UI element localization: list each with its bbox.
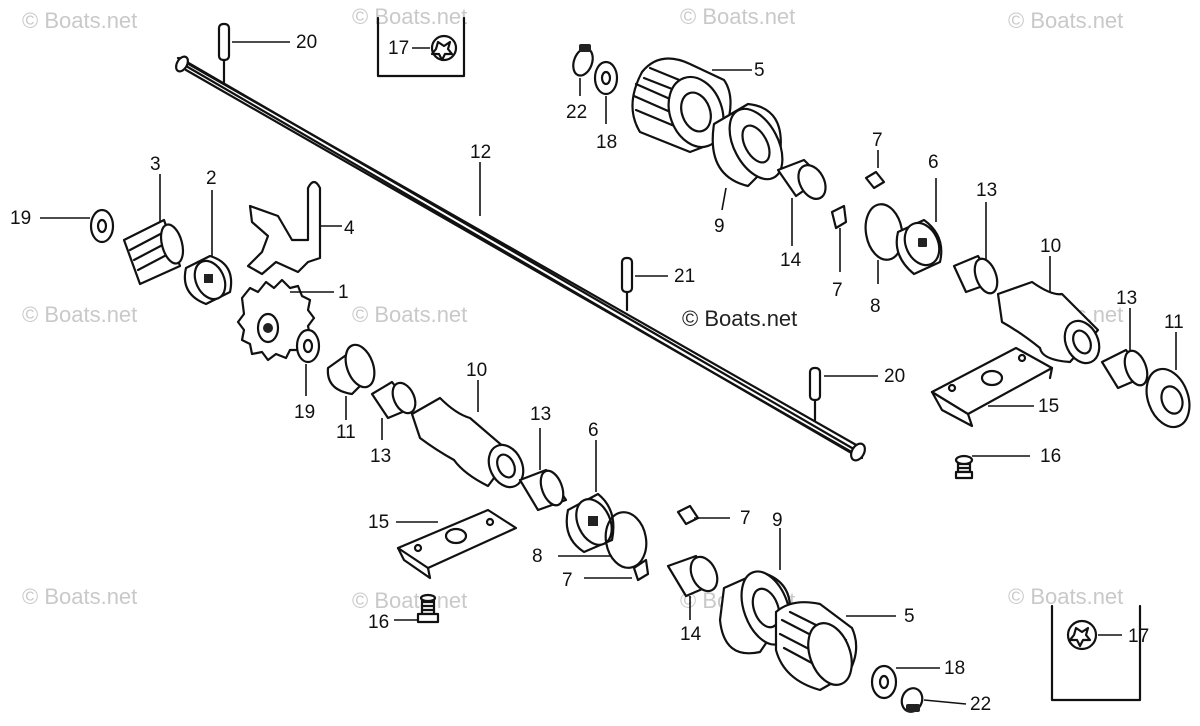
callout-labels: 20 17 22 18 5 12 9 7 6 13 10 14 7 8 13 1… [10,32,1184,715]
callout-12: 12 [470,142,491,163]
bushing-13-center-left [370,380,417,440]
callout-5: 5 [904,606,915,627]
callout-13: 13 [530,404,551,425]
bearing-11-right [1145,332,1191,429]
watermark: © Boats.net [352,302,467,327]
callout-15: 15 [368,512,389,533]
callout-5: 5 [754,60,765,81]
sleeve-10-upper [996,256,1101,365]
callout-19: 19 [10,208,31,229]
callout-15: 15 [1038,396,1059,417]
watermark: © Boats.net [352,4,467,29]
watermark: © Boats.net [680,4,795,29]
callout-10: 10 [466,360,487,381]
bolt-16-lower [394,593,440,624]
watermark: © Boats.net [352,588,467,613]
dog-6-upper [895,178,943,276]
callout-14: 14 [680,624,702,645]
callout-7: 7 [832,280,843,301]
key-7-center-lower [584,558,650,582]
key-7-upper [864,150,886,190]
dog-2 [183,190,233,306]
bushing-13-upper-right [952,202,999,295]
key-7-lower [830,204,848,272]
callout-21: 21 [674,266,695,287]
callout-10: 10 [1040,236,1061,257]
watermark: © Boats.net [22,302,137,327]
callout-1: 1 [338,282,349,303]
bearing-9-top [711,102,784,211]
bearing-11-left [326,343,376,420]
inset-17-top [376,16,466,78]
callout-2: 2 [206,168,217,189]
circlip-8-upper [864,203,904,284]
dog-6-center [565,440,615,554]
key-7-center-upper [676,504,730,526]
callout-18: 18 [596,132,617,153]
callout-7: 7 [872,130,883,151]
fork-4 [246,180,342,276]
bushing-14-top [776,158,827,246]
washer-18-bottom [870,664,940,700]
callout-20: 20 [296,32,317,53]
callout-8: 8 [870,296,881,317]
watermark: © Boats.net [1008,8,1123,33]
washer-18-top [593,60,619,124]
callout-22: 22 [566,102,587,123]
callout-17: 17 [1128,626,1149,647]
callout-13: 13 [370,446,391,467]
callout-9: 9 [772,510,783,531]
shaft-12 [175,55,866,462]
callout-3: 3 [150,154,161,175]
pin-21 [620,256,668,312]
copyright-label: © Boats.net [682,306,797,331]
pin-20-lower [808,366,878,422]
callout-19: 19 [294,402,315,423]
bushing-14-bottom [666,554,719,620]
gear-5-bottom [774,601,896,692]
roller-3 [122,174,185,286]
watermark: © Boats.net [22,8,137,33]
watermark: © Boats.net [22,584,137,609]
bolt-16-upper [954,454,1030,480]
plate-15-upper [930,346,1054,428]
callout-7: 7 [740,508,751,529]
plate-15-lower [396,508,518,580]
gear-5-top [631,57,752,154]
callout-9: 9 [714,216,725,237]
callout-18: 18 [944,658,965,679]
callout-6: 6 [928,152,939,173]
callout-17: 17 [388,38,409,59]
callout-8: 8 [532,546,543,567]
clip-22-top [572,44,594,96]
callout-20: 20 [884,366,905,387]
callout-22: 22 [970,694,991,715]
clip-22-bottom [900,687,967,713]
bushing-13-far-right [1100,308,1149,390]
callout-16: 16 [368,612,389,633]
circlip-8-center [558,511,648,569]
callout-7: 7 [562,570,573,591]
callout-11: 11 [336,422,356,443]
washer-19-left [40,208,115,244]
callout-13: 13 [1116,288,1137,309]
callout-16: 16 [1040,446,1061,467]
callout-11: 11 [1164,312,1184,333]
watermark: © Boats.net [1008,584,1123,609]
washer-19-center [295,328,321,396]
callout-13: 13 [976,180,997,201]
inset-17-bottom [1050,604,1142,702]
bushing-13-center [518,428,568,512]
callout-14: 14 [780,250,802,271]
callout-6: 6 [588,420,599,441]
callout-4: 4 [344,218,355,239]
sleeve-10-center [410,380,525,489]
pin-20-top [217,22,290,84]
